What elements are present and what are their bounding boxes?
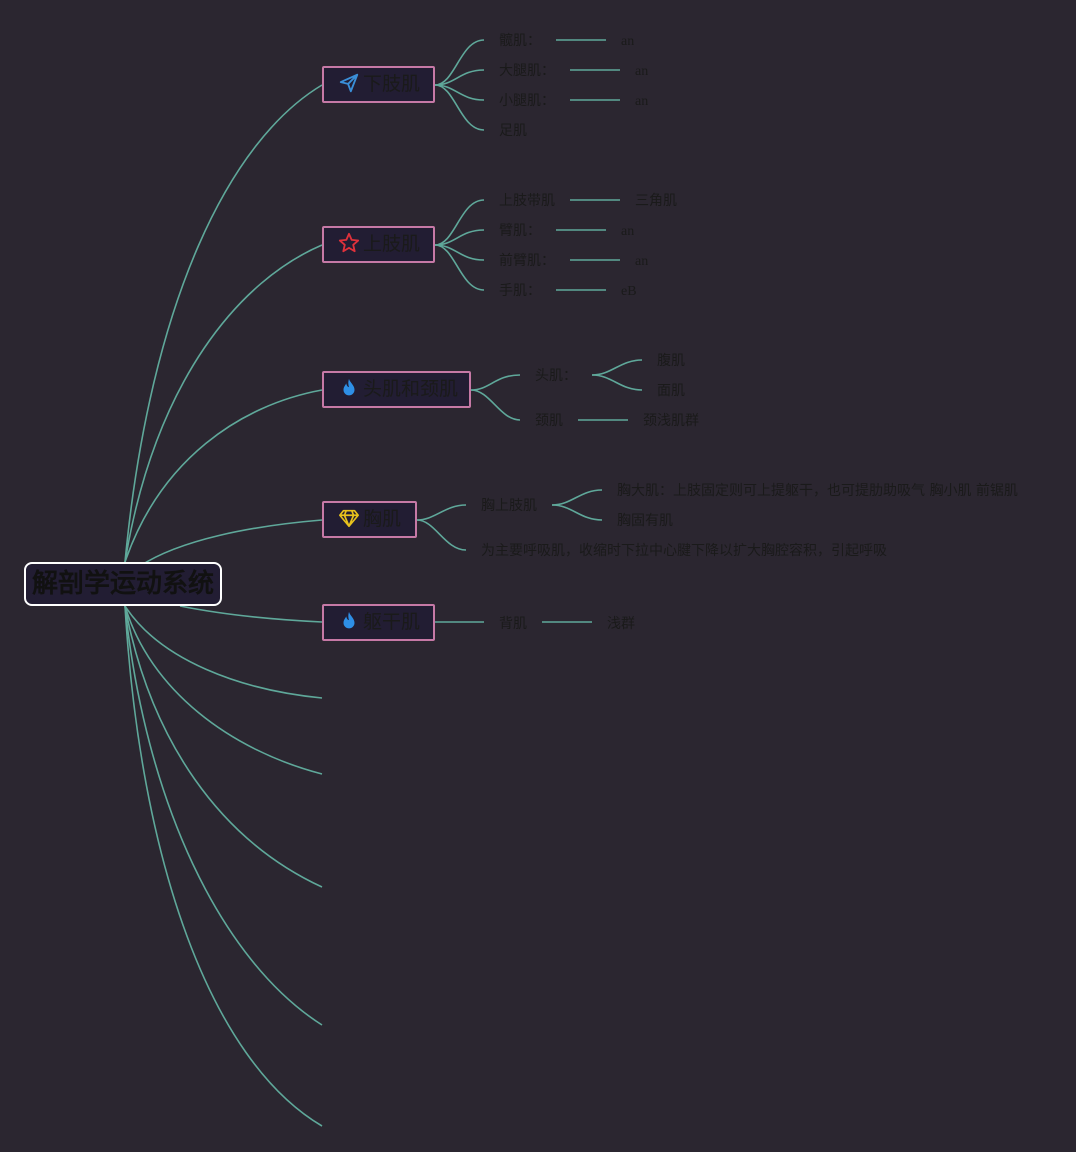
- flame-icon: [338, 610, 360, 632]
- root-branch-empty-1: [124, 605, 323, 699]
- leaf-calf-muscle[interactable]: 小腿肌：: [499, 93, 555, 109]
- leaf-shoulder-girdle-muscle[interactable]: 上肢带肌: [499, 193, 555, 209]
- leaf-note: 三角肌: [635, 193, 677, 209]
- flame-icon: [338, 377, 360, 399]
- root-topic[interactable]: 解剖学运动系统: [24, 562, 222, 606]
- leaf-note: 颈浅肌群: [643, 413, 699, 429]
- leaf-note: eB: [621, 284, 637, 299]
- topic-chest-muscles[interactable]: 胸肌: [322, 501, 417, 538]
- leaf-head-muscle[interactable]: 头肌：: [535, 368, 577, 384]
- leaf-neck-muscle[interactable]: 颈肌: [535, 413, 563, 429]
- leaf-back-muscle[interactable]: 背肌: [499, 616, 527, 632]
- root-branch-lower-limb: [124, 84, 323, 563]
- leaf-thigh-muscle[interactable]: 大腿肌：: [499, 63, 555, 79]
- leaf-thoracic-appendicular-muscles[interactable]: 胸上肢肌: [481, 498, 537, 514]
- leaf-hand-muscle[interactable]: 手肌：: [499, 283, 541, 299]
- leaf-forearm-muscle[interactable]: 前臂肌：: [499, 253, 555, 269]
- topic-label: 头肌和颈肌: [363, 378, 459, 400]
- topic-head-neck-muscles[interactable]: 头肌和颈肌: [322, 371, 471, 408]
- leaf-note: an: [621, 224, 635, 239]
- diamond-icon: [338, 507, 360, 529]
- leaf-arm-muscle[interactable]: 臂肌：: [499, 223, 541, 239]
- root-branch-empty-4: [124, 605, 323, 1026]
- leaf-sub-item[interactable]: 胸固有肌: [617, 513, 673, 529]
- leaf-note: 浅群: [607, 616, 635, 632]
- leaf-note: an: [635, 254, 649, 269]
- leaf-sub-item[interactable]: 腹肌: [657, 353, 685, 369]
- root-branch-empty-2: [124, 605, 323, 775]
- topic-label: 上肢肌: [363, 233, 421, 255]
- topic-upper-limb-muscles[interactable]: 上肢肌: [322, 226, 435, 263]
- leaf-diaphragm-note[interactable]: 为主要呼吸肌，收缩时下拉中心腱下降以扩大胸腔容积，引起呼吸: [481, 543, 887, 559]
- leaf-note: an: [635, 64, 649, 79]
- leaf-note: an: [621, 34, 635, 49]
- leaf-hip-muscle[interactable]: 髋肌：: [499, 33, 541, 49]
- root-branch-head-neck: [124, 389, 323, 563]
- root-branch-empty-5: [124, 605, 323, 1127]
- root-branch-chest: [139, 519, 323, 567]
- leaf-sub-item[interactable]: 胸大肌：上肢固定则可上提躯干，也可提肋助吸气 胸小肌 前锯肌: [617, 483, 1018, 499]
- topic-label: 躯干肌: [363, 611, 421, 633]
- topic-label: 胸肌: [363, 508, 402, 530]
- leaf-sub-item[interactable]: 面肌: [657, 383, 685, 399]
- leaf-note: an: [635, 94, 649, 109]
- root-branch-upper-limb: [124, 244, 323, 563]
- topic-label: 下肢肌: [363, 73, 421, 95]
- paper-plane-icon: [338, 72, 360, 94]
- root-branch-empty-3: [124, 605, 323, 888]
- root-branch-trunk: [179, 605, 323, 623]
- topic-lower-limb-muscles[interactable]: 下肢肌: [322, 66, 435, 103]
- star-icon: [338, 232, 360, 254]
- topic-trunk-muscles[interactable]: 躯干肌: [322, 604, 435, 641]
- leaf-foot-muscle[interactable]: 足肌: [499, 123, 527, 139]
